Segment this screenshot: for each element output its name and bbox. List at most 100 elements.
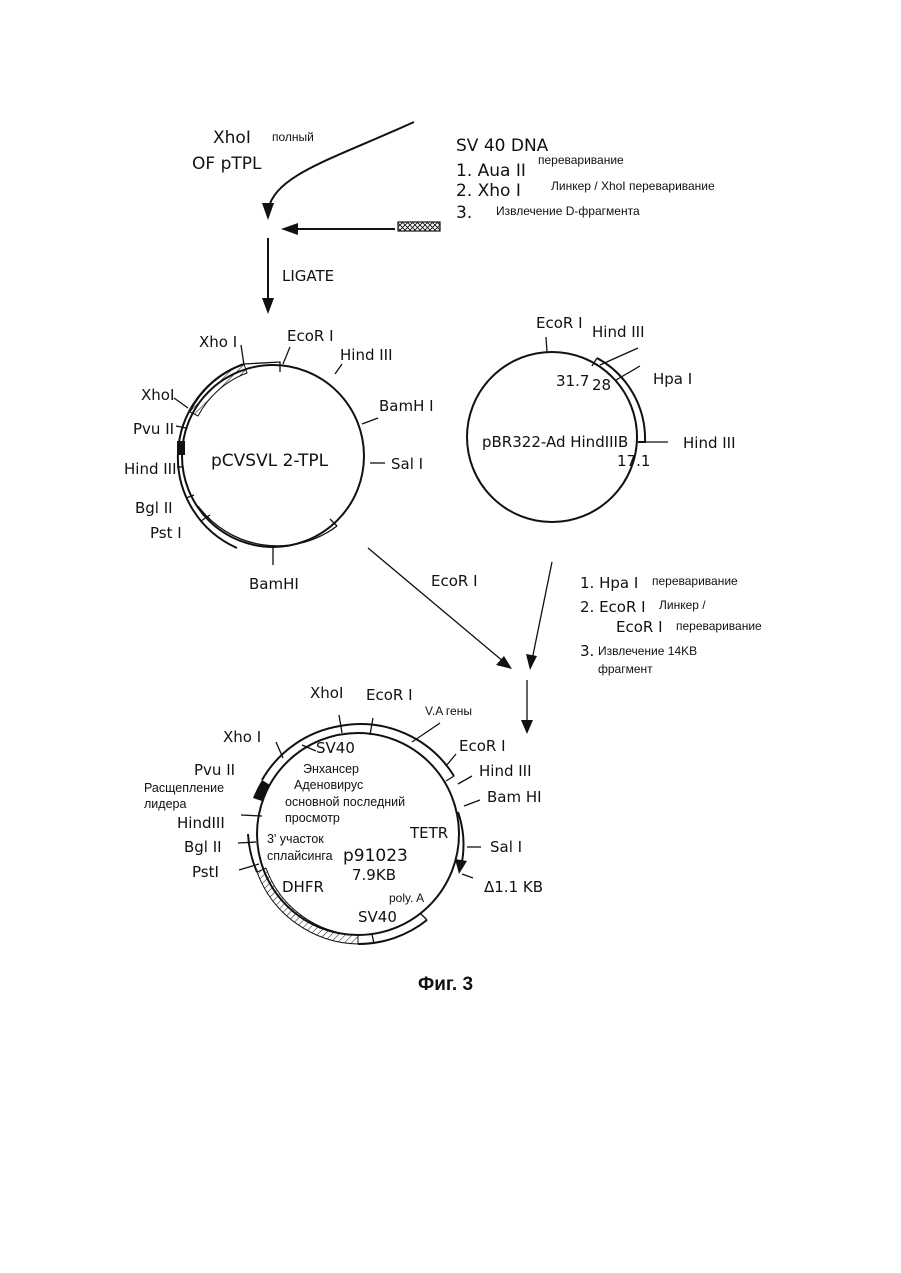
p3-site-ecori-right: EcoR I: [459, 737, 506, 755]
p2-coord-28: 28: [592, 376, 611, 394]
site-bamhi-bottom: BamHI: [249, 575, 299, 593]
p3-inner-tetr: TETR: [409, 824, 448, 842]
p3-inner-late1: основной последний: [285, 795, 405, 809]
step1-action: переваривание: [538, 153, 624, 167]
step3-num: 3.: [456, 203, 472, 223]
plasmid1-name: pCVSVL 2-TPL: [211, 451, 329, 471]
p3-inner-name: p91023: [343, 846, 408, 866]
s2-enzyme: 2. EcoR I: [580, 598, 646, 616]
plasmid1-hatch: [190, 364, 247, 416]
sv40-fragment-box: [398, 222, 440, 231]
tick-xhoi-left: [174, 398, 188, 408]
polny-label: полный: [272, 130, 314, 144]
tick-p2-ecori: [546, 337, 547, 352]
s3-action-b: фрагмент: [598, 662, 653, 676]
p3-site-xhoi-top: XhoI: [310, 684, 343, 702]
p2-site-hpai: Hpa I: [653, 370, 692, 388]
p2-site-hindiii-top: Hind III: [592, 323, 645, 341]
p3-inner-adeno: Аденовирус: [294, 778, 363, 792]
tick-hindiii: [335, 364, 342, 374]
s1-enzyme: 1. Hpa I: [580, 574, 638, 592]
fragment-arrow-head: [281, 223, 298, 235]
p3-tick-xhoi-top: [339, 715, 342, 733]
s3-num: 3.: [580, 642, 594, 660]
s2-action-b: переваривание: [676, 619, 762, 633]
plasmid1-pvu-block: [177, 441, 185, 455]
p3-inner-spl2: сплайсинга: [267, 849, 333, 863]
site-bamhi-right: BamH I: [379, 397, 434, 415]
site-ecori: EcoR I: [287, 327, 334, 345]
site-pvuii: Pvu II: [133, 420, 174, 438]
p3-inner-size: 7.9KB: [352, 866, 396, 884]
p3-inner-enh: Энхансер: [303, 762, 359, 776]
p3-site-bglii: Bgl II: [184, 838, 222, 856]
p3-site-pvuii: Pvu II: [194, 761, 235, 779]
p3-site-psti: PstI: [192, 863, 219, 881]
p3-tick-ecori-right: [446, 754, 456, 766]
figure-caption: Фиг. 3: [418, 974, 473, 995]
p3-site-xhoi-left: Xho I: [223, 728, 261, 746]
pbr-arrow: [532, 562, 552, 660]
ecori-arrow: [368, 548, 504, 662]
tick-xhoi-top: [241, 345, 244, 365]
p3-inner-sv40-top: SV40: [316, 739, 355, 757]
ofptpl-label: OF pTPL: [192, 154, 262, 174]
site-bglii: Bgl II: [135, 499, 173, 517]
p3-tick-delta: [462, 874, 473, 878]
s2-enzyme-b: EcoR I: [616, 618, 663, 636]
xhoi-label: XhoI: [213, 128, 251, 148]
p3-site-bamhi: Bam HI: [487, 788, 542, 806]
step2-action: Линкер / XhoI переваривание: [551, 179, 715, 193]
site-hindiii: Hind III: [340, 346, 393, 364]
p3-inner-spl1: 3' участок: [267, 832, 324, 846]
tick-bamhi-right: [362, 418, 378, 424]
plasmid2-name: pBR322-Ad HindIIIB: [482, 433, 628, 451]
p3-site-va: V.A гены: [425, 704, 472, 718]
plasmid3-band-bottom-end: [420, 913, 427, 920]
s2-action: Линкер /: [659, 598, 706, 612]
tick-p2-hindiii-top: [600, 348, 638, 365]
tick-p2-hpai: [616, 366, 640, 380]
p3-inner-late2: просмотр: [285, 811, 340, 825]
down-arrow-head: [521, 720, 533, 734]
site-xhoi-left: XhoI: [141, 386, 174, 404]
s1-action: переваривание: [652, 574, 738, 588]
sv40-dna-label: SV 40 DNA: [456, 136, 549, 156]
p3-site-delta: Δ1.1 KB: [484, 878, 543, 896]
curved-arrow-head: [262, 203, 274, 220]
site-xhoi-top: Xho I: [199, 333, 237, 351]
p3-inner-polya: poly. A: [389, 891, 424, 905]
plasmid1-lower-band: [198, 506, 337, 546]
p2-site-ecori: EcoR I: [536, 314, 583, 332]
p3-site-sali: Sal I: [490, 838, 522, 856]
pbr-arrow-head: [526, 654, 537, 670]
site-sali: Sal I: [391, 455, 423, 473]
tick-ecori: [283, 347, 290, 364]
ecori-arrow-label: EcoR I: [431, 572, 478, 590]
plasmid1-top-band: [244, 362, 280, 372]
p2-coord-317: 31.7: [556, 372, 589, 390]
site-hindiii-left: Hind III: [124, 460, 177, 478]
plasmid3-band-top-end: [446, 776, 454, 781]
tetr-arrow-head: [455, 859, 467, 874]
p3-tick-ecori-top: [370, 718, 373, 735]
plasmid-pcvsvl2: Xho I EcoR I Hind III BamH I Sal I BamHI…: [124, 327, 434, 593]
p3-inner-sv40-bottom: SV40: [358, 908, 397, 926]
ligate-arrow-head: [262, 298, 274, 314]
p3-tick-hindiii-right: [458, 776, 472, 784]
top-section: XhoI полный OF pTPL SV 40 DNA 1. Aua II …: [192, 122, 715, 314]
p3-site-hindiii-left: HindIII: [177, 814, 225, 832]
p3-site-hindiii-right: Hind III: [479, 762, 532, 780]
plasmid-pbr322: EcoR I Hind III Hpa I Hind III 31.7 28 1…: [467, 314, 736, 522]
plasmid-p91023: XhoI EcoR I V.A гены EcoR I Hind III Bam…: [144, 684, 543, 944]
p2-site-hindiii-right: Hind III: [683, 434, 736, 452]
p3-site-split1: Расщепление: [144, 781, 224, 795]
p3-tick-bamhi: [464, 800, 480, 806]
step2-enzyme: 2. Xho I: [456, 181, 521, 201]
step1-enzyme: 1. Aua II: [456, 161, 526, 181]
p3-site-ecori-top: EcoR I: [366, 686, 413, 704]
step3-action: Извлечение D-фрагмента: [496, 204, 640, 218]
p2-coord-171: 17.1: [617, 452, 650, 470]
p3-tick-va: [412, 723, 440, 742]
